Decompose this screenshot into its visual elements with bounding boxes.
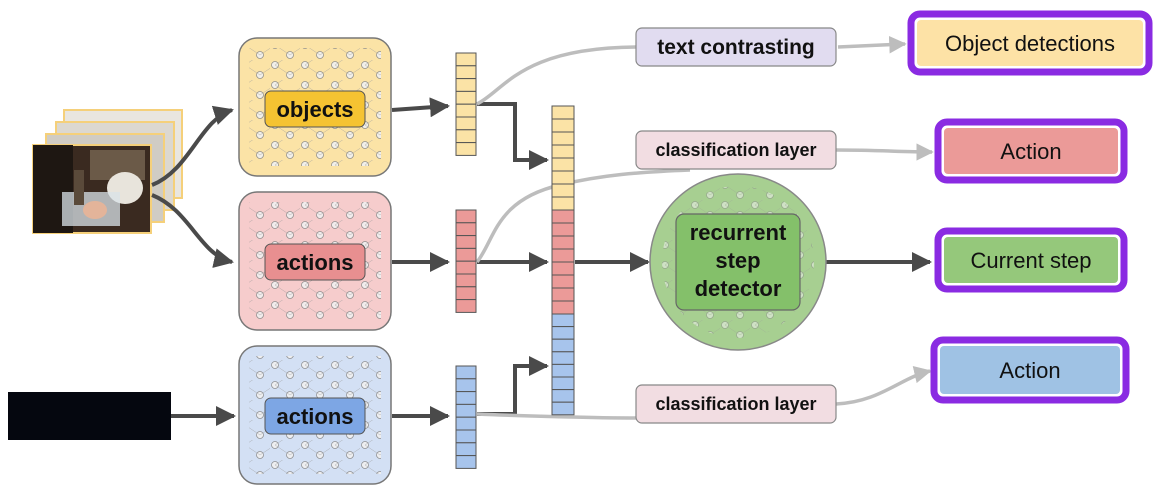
step-detector-line-1: recurrent xyxy=(690,220,787,245)
encoder-video-actions-label: actions xyxy=(276,250,353,275)
concat-column-audio-actions xyxy=(551,313,575,416)
encoder-video-actions: actions xyxy=(238,191,392,331)
head-classification-audio: classification layer xyxy=(635,384,837,424)
encoder-audio-actions: actions xyxy=(238,345,392,485)
video-frame-image xyxy=(32,144,152,234)
output-current-step: Current step xyxy=(934,227,1128,293)
output-action-video-label: Action xyxy=(1000,139,1061,164)
step-detector-line-3: detector xyxy=(695,276,782,301)
head-text-contrasting: text contrasting xyxy=(635,27,837,67)
output-object-detections: Object detections xyxy=(907,10,1153,76)
video-input-frames xyxy=(32,109,183,234)
concat-column-objects xyxy=(551,105,575,211)
encoder-video-objects-label: objects xyxy=(276,97,353,122)
step-detector-line-2: step xyxy=(715,248,760,273)
encoder-video-objects: objects xyxy=(238,37,392,177)
head-text-contrasting-label: text contrasting xyxy=(657,36,815,59)
output-action-audio: Action xyxy=(930,336,1130,404)
encoder-audio-actions-label: actions xyxy=(276,404,353,429)
output-action-audio-label: Action xyxy=(999,358,1060,383)
feature-column-audio-actions xyxy=(455,365,477,469)
head-classification-video-label: classification layer xyxy=(655,140,816,160)
concat-column-video-actions xyxy=(551,209,575,315)
recurrent-step-detector: recurrent step detector xyxy=(649,173,827,351)
feature-column-objects xyxy=(455,52,477,156)
feature-columns xyxy=(455,52,575,469)
audio-waveform xyxy=(8,392,171,440)
output-current-step-label: Current step xyxy=(970,248,1091,273)
head-classification-audio-label: classification layer xyxy=(655,394,816,414)
head-classification-video: classification layer xyxy=(635,130,837,170)
output-action-video: Action xyxy=(934,118,1128,184)
feature-column-video-actions xyxy=(455,209,477,313)
output-object-detections-label: Object detections xyxy=(945,31,1115,56)
